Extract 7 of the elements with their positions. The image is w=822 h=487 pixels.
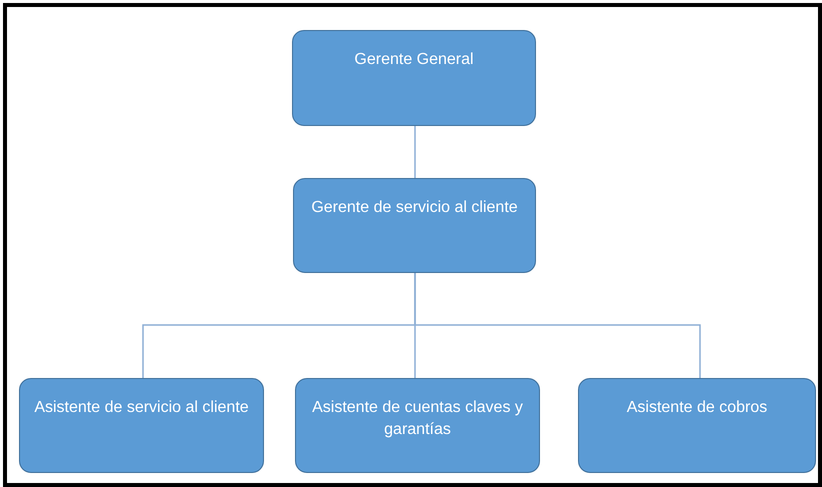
connector-line: [414, 126, 416, 178]
org-box: Gerente de servicio al cliente: [293, 178, 536, 273]
org-box: Asistente de cuentas claves y garantías: [295, 378, 540, 473]
org-box: Gerente General: [292, 30, 536, 126]
org-box: Asistente de servicio al cliente: [19, 378, 264, 473]
org-box: Asistente de cobros: [578, 378, 816, 473]
connector-line: [414, 273, 701, 378]
